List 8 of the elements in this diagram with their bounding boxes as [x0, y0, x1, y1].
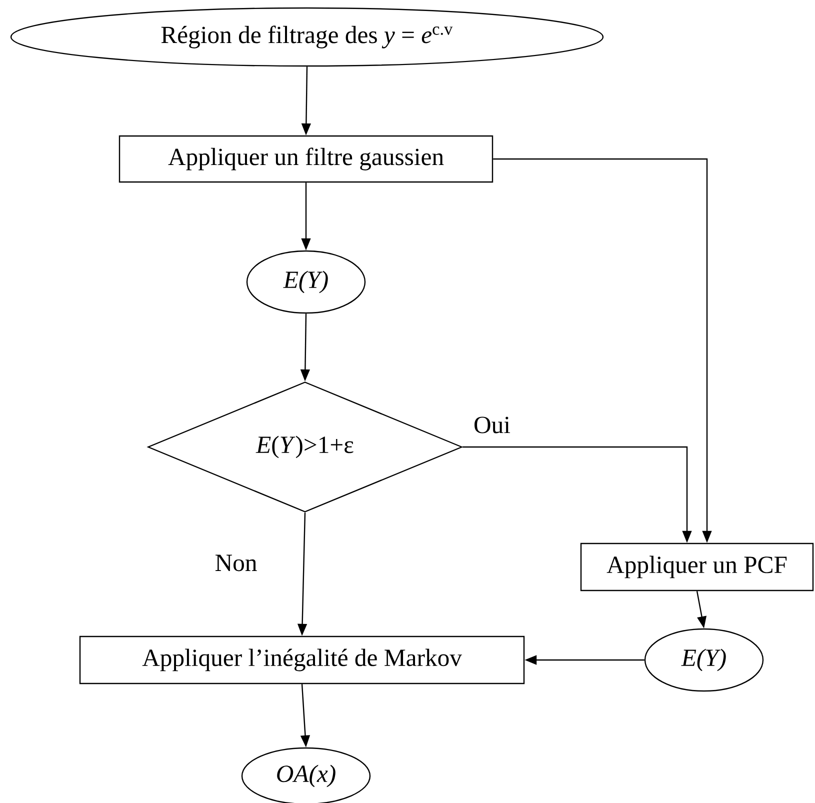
- ellipse-node: E(Y): [644, 628, 764, 692]
- ellipse-node: Région de filtrage des y = e$^{c.v}$: [10, 7, 604, 67]
- process-box: Appliquer l’inégalité de Markov: [79, 636, 525, 684]
- ellipse-node: E(Y): [246, 250, 366, 314]
- edge-label: Non: [213, 553, 259, 573]
- process-box: Appliquer un filtre gaussien: [118, 135, 494, 183]
- edge-label: Oui: [472, 415, 512, 435]
- process-box: Appliquer un PCF: [580, 542, 814, 592]
